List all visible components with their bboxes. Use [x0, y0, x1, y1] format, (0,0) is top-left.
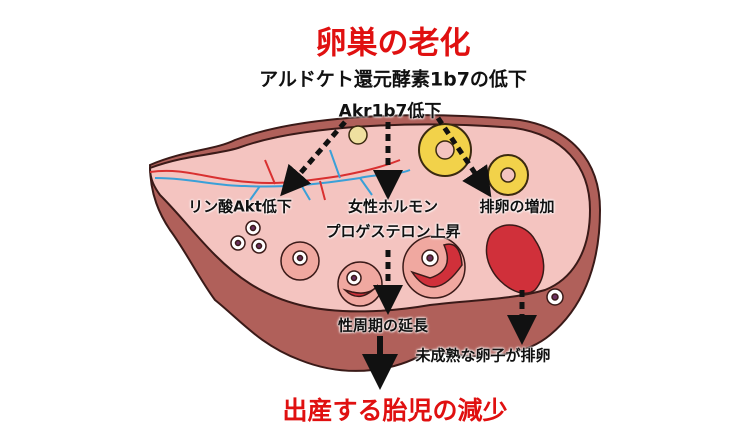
label-ovulation-increase: 排卵の増加	[479, 197, 555, 216]
label-akr1b7: Akr1b7低下	[338, 101, 442, 122]
follicles	[230, 220, 564, 307]
page-title: 卵巣の老化	[315, 25, 471, 62]
label-progesterone: プロゲステロン上昇	[325, 222, 461, 241]
arrow-to-akt	[280, 120, 347, 197]
arrow-to-ovulation	[435, 116, 492, 198]
corpus-luteum	[348, 123, 529, 196]
arrows	[280, 116, 537, 390]
conclusion: 出産する胎児の減少	[282, 396, 508, 425]
label-cycle: 性周期の延長	[337, 316, 429, 335]
subtitle: アルドケト還元酵素1b7の低下	[259, 68, 527, 91]
label-immature: 未成熟な卵子が排卵	[415, 346, 551, 365]
label-hormone: 女性ホルモン	[347, 197, 439, 216]
label-akt: リン酸Akt低下	[188, 197, 292, 216]
